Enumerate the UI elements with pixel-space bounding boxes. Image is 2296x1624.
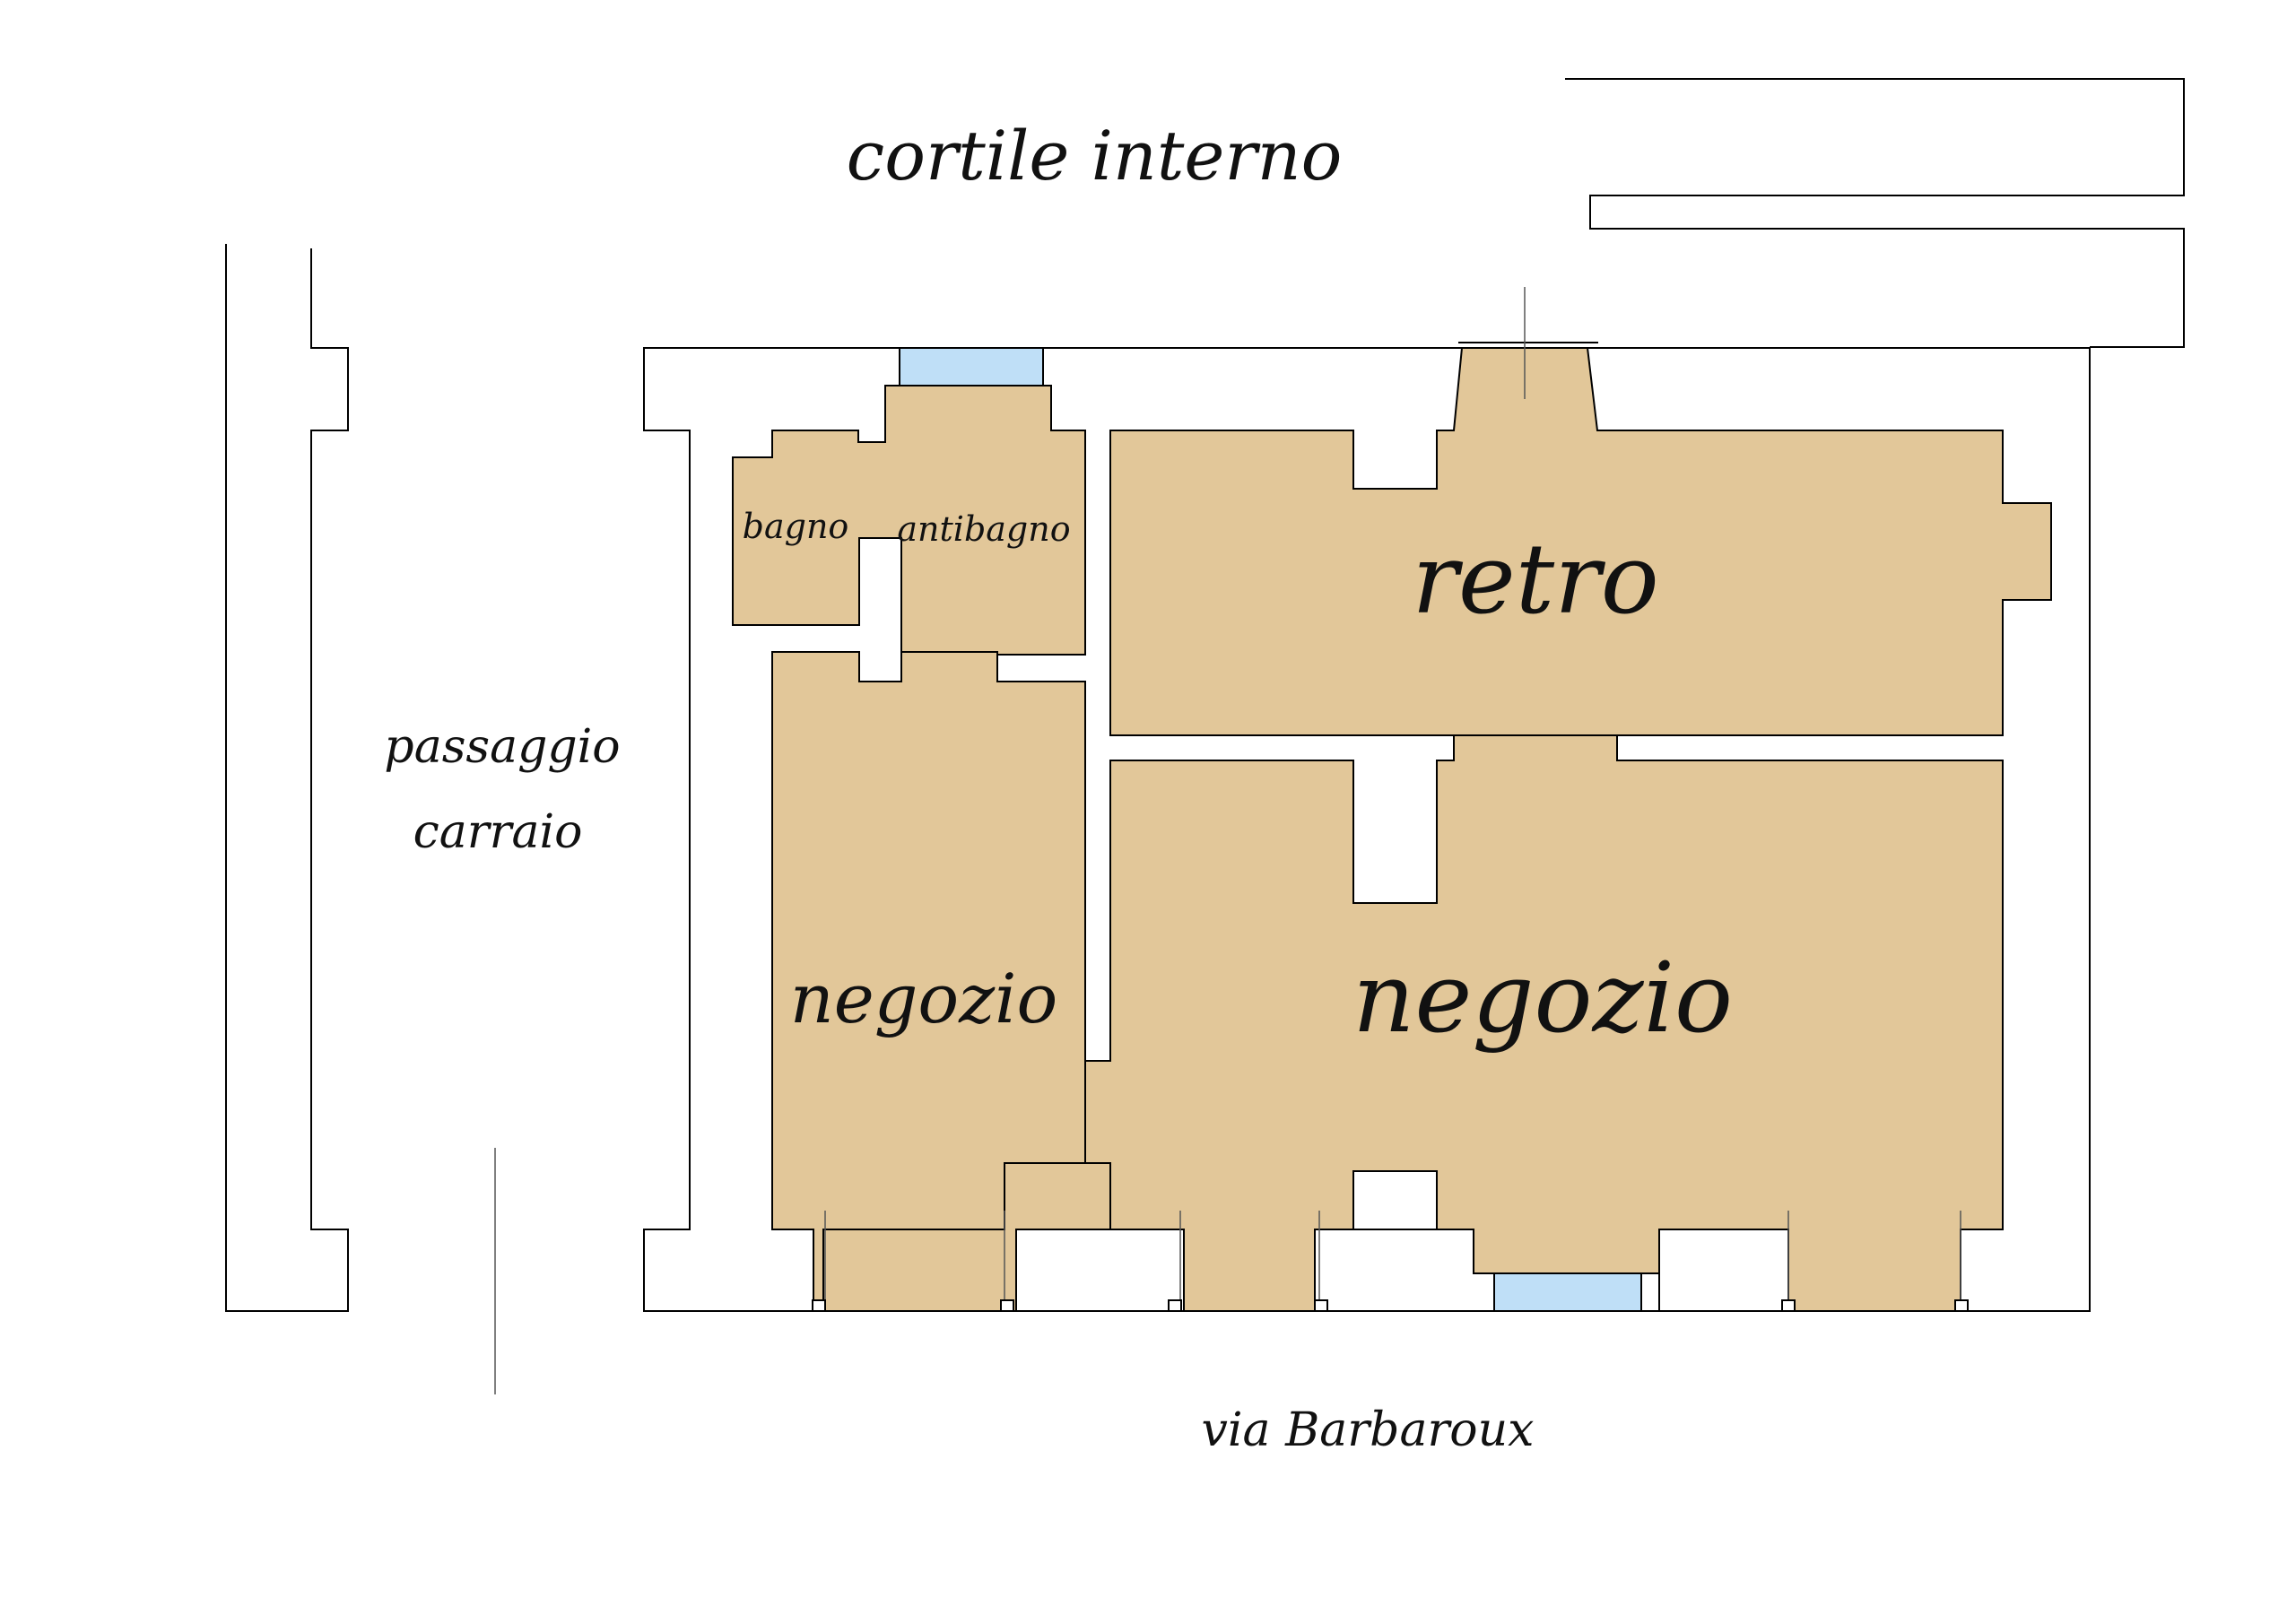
label-driveway-line2: carraio (413, 805, 583, 859)
label-bathroom: bagno (743, 507, 849, 546)
facade-door-jambs (812, 1211, 1969, 1312)
label-street: via Barbaroux (1202, 1403, 1535, 1457)
neighbour-building-outline (1565, 78, 2185, 348)
opening-front-right (1658, 1229, 1789, 1312)
label-driveway-line1: passaggio (384, 720, 620, 774)
label-back-room: retro (1412, 524, 1659, 636)
label-shop-small: negozio (790, 959, 1057, 1038)
window-top (899, 347, 1044, 386)
driveway-outer-wall (225, 244, 349, 1312)
label-antibathroom: antibagno (897, 509, 1070, 549)
label-courtyard: cortile interno (847, 116, 1343, 195)
pillar-center (1352, 1170, 1438, 1230)
opening-front-left (1015, 1229, 1185, 1312)
label-shop-large: negozio (1352, 942, 1733, 1055)
window-bottom (1493, 1272, 1642, 1312)
